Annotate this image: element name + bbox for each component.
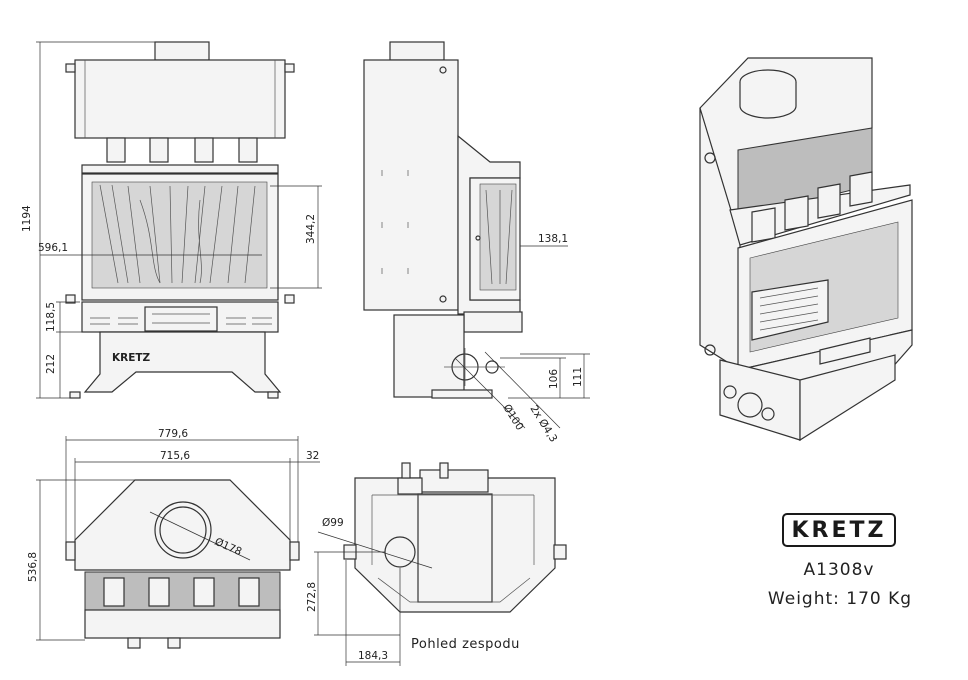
front-base [83,331,282,393]
side-view: 138,1 106 111 Ø100 2x Ø4,3 [363,41,590,445]
front-flue-collar [154,41,210,61]
dim-height-glass: 344,2 [305,214,317,244]
dim-bottom-184: 184,3 [358,650,388,662]
dim-top-side: 32 [306,450,319,462]
bottom-view: Ø99 272,8 184,3 [306,462,567,666]
bottom-view-label: Pohled zespodu [411,637,520,652]
dim-side-106: 106 [548,369,560,389]
brand-logo: KRETZ [782,513,896,547]
side-flue-collar [389,41,445,61]
dim-top-inner: 715,6 [160,450,190,462]
dim-low-2: 212 [45,354,57,374]
side-body [363,59,459,311]
brand-logo-text: KRETZ [791,517,887,543]
dim-top-depth: 536,8 [27,552,39,582]
dim-bottom-272: 272,8 [306,582,318,612]
front-upper-body [74,59,286,139]
model-name: A1308v [803,560,875,580]
dim-bottom-99: Ø99 [322,517,344,529]
dim-side-dia-100: Ø100 [500,402,525,432]
front-glass [91,181,268,289]
dim-width-glass: 596,1 [38,242,68,254]
top-flue-outer [154,501,212,559]
top-view: 779,6 715,6 32 536,8 Ø178 [27,428,320,649]
top-plan-outline [74,479,291,571]
isometric-view [699,57,913,442]
dim-side-holes: 2x Ø4,3 [527,403,559,444]
dim-side-111: 111 [572,367,584,387]
front-view: KRETZ 1194 596,1 344,2 118,5 212 [21,41,322,399]
dim-top-total: 779,6 [158,428,188,440]
dim-height-total: 1194 [21,205,33,232]
dim-low-1: 118,5 [45,302,57,332]
weight-label: Weight: 170 Kg [767,589,913,609]
dim-side-depth: 138,1 [538,233,568,245]
front-base-plate: KRETZ [112,352,151,364]
